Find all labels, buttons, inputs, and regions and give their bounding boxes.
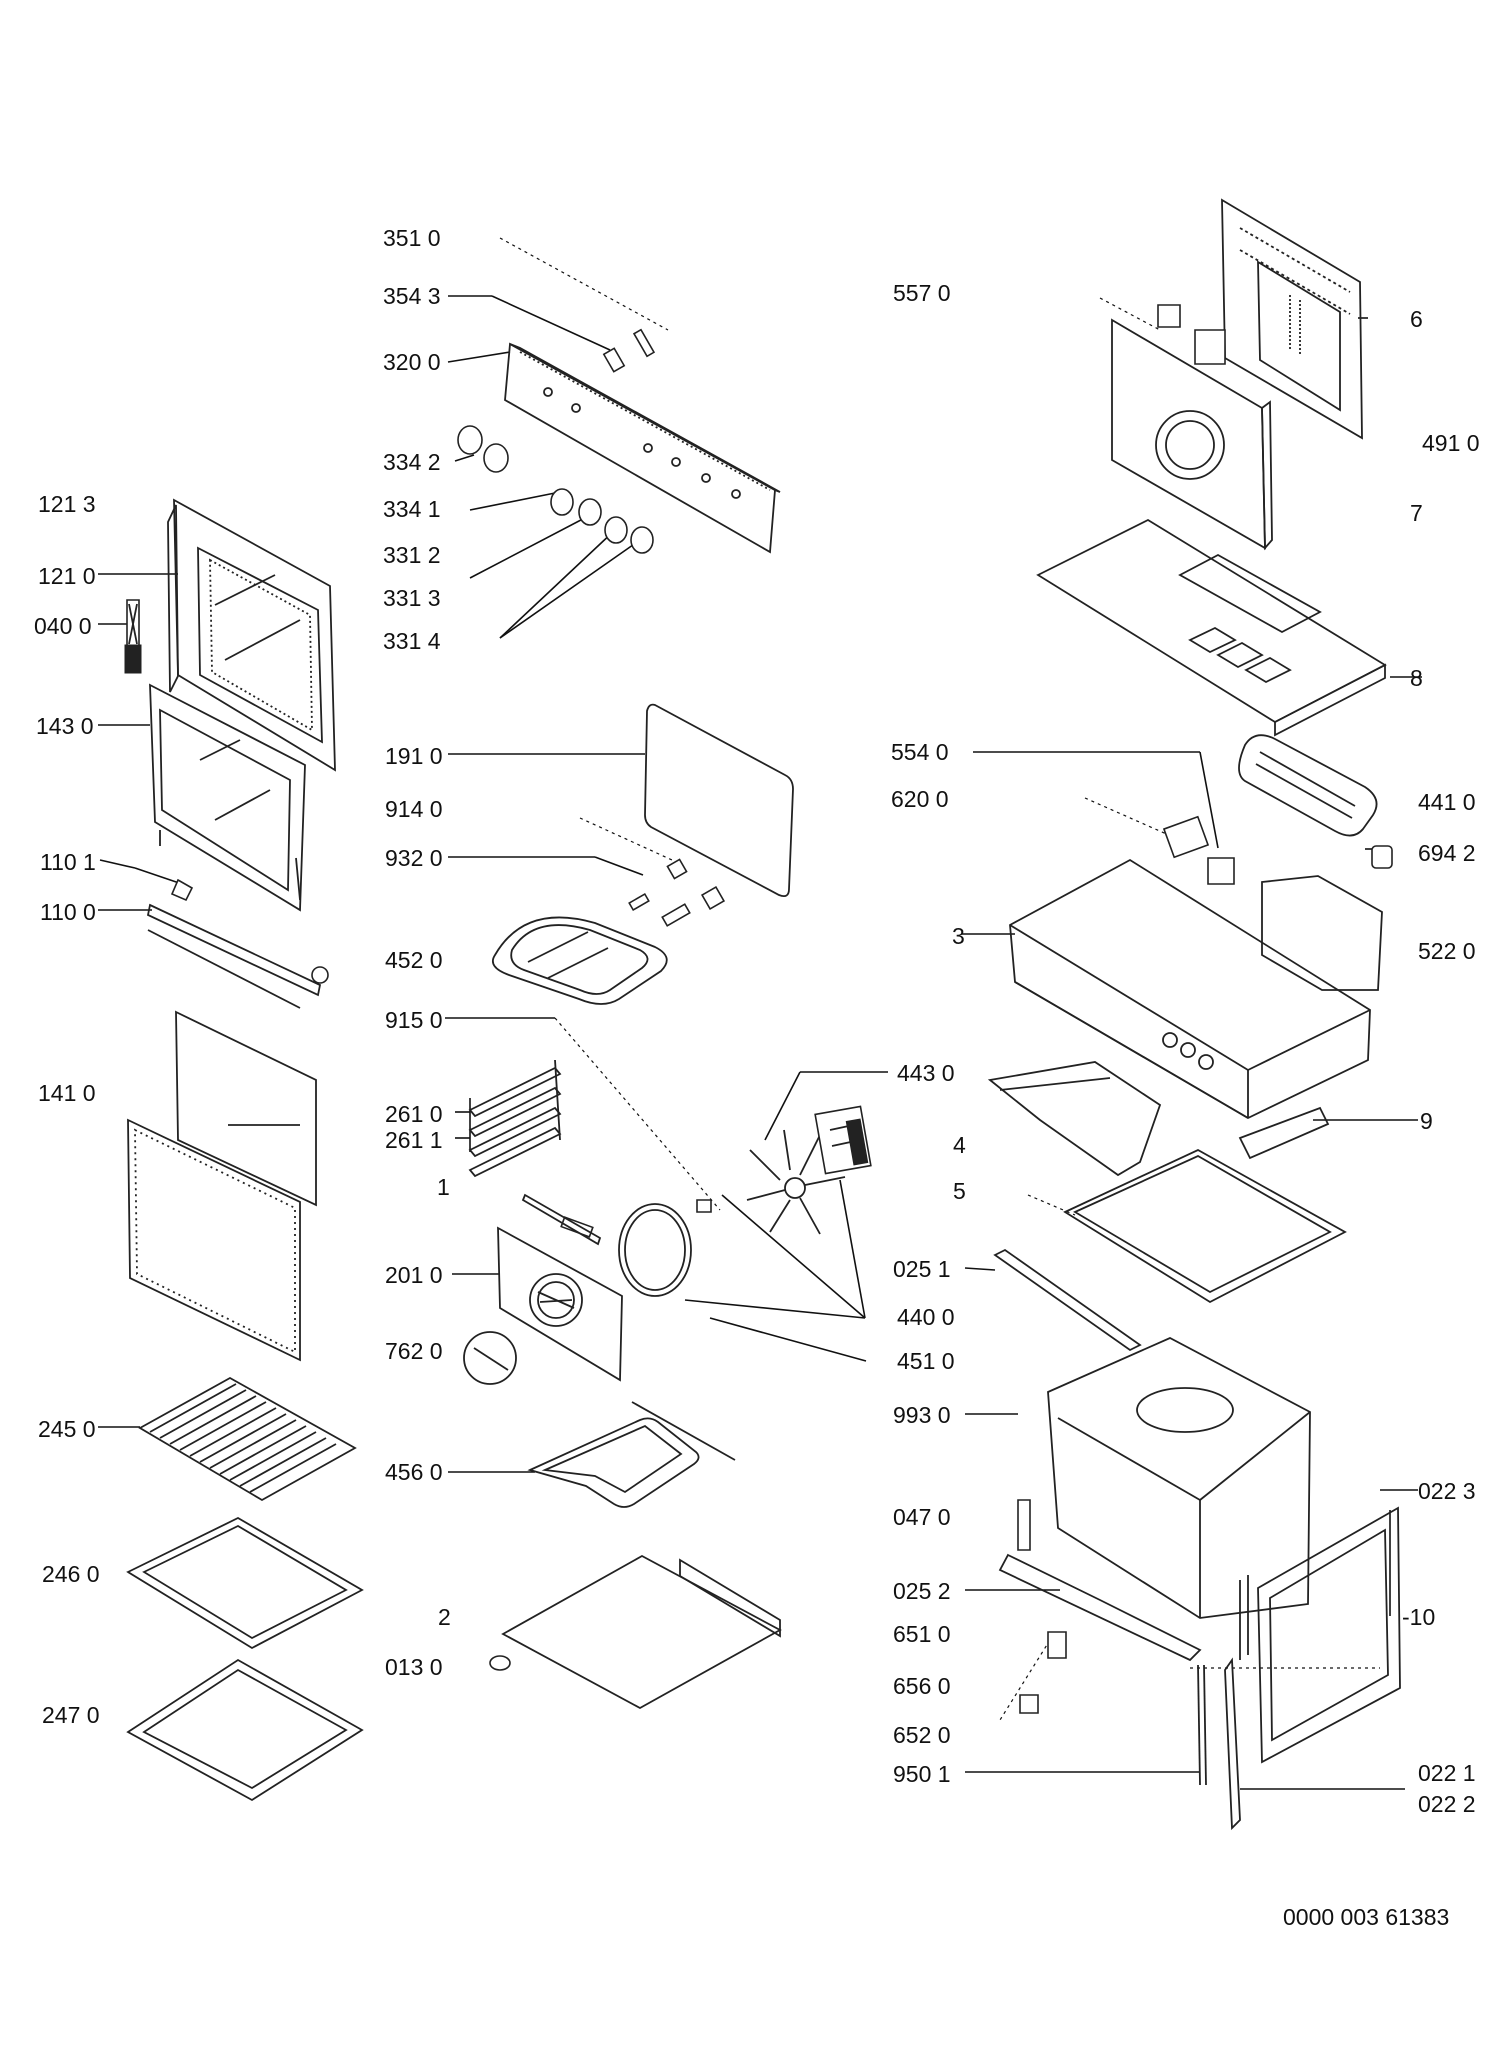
label-554-0: 554 0 — [891, 739, 949, 765]
label-331-4: 331 4 — [383, 628, 441, 654]
label-040-0: 040 0 — [34, 613, 92, 639]
label-261-1: 261 1 — [385, 1127, 443, 1153]
label-261-0: 261 0 — [385, 1101, 443, 1127]
label-331-2: 331 2 — [383, 542, 441, 568]
label-3: 3 — [952, 923, 965, 949]
label-minus-10: -10 — [1402, 1604, 1436, 1630]
oven-door-frame — [168, 500, 335, 770]
electronics-box — [1164, 817, 1382, 990]
control-panel — [505, 344, 780, 552]
fan-blade-and-motor — [747, 1106, 871, 1234]
label-914-0: 914 0 — [385, 796, 443, 822]
side-components — [990, 1062, 1345, 1350]
label-557-0: 557 0 — [893, 280, 951, 306]
door-hinge — [125, 600, 141, 673]
label-331-3: 331 3 — [383, 585, 441, 611]
label-022-2: 022 2 — [1418, 1791, 1476, 1817]
oven-cavity — [1018, 1338, 1310, 1618]
label-4: 4 — [953, 1132, 966, 1158]
rear-housing-with-fan — [1112, 305, 1272, 548]
tangential-fan — [1239, 735, 1392, 868]
label-025-2: 025 2 — [893, 1578, 951, 1604]
door-inner-glass-frame — [150, 685, 305, 910]
control-housing — [1010, 860, 1370, 1118]
label-141-0: 141 0 — [38, 1080, 96, 1106]
label-8: 8 — [1410, 665, 1423, 691]
label-456-0: 456 0 — [385, 1459, 443, 1485]
rear-panel — [1222, 200, 1362, 438]
label-452-0: 452 0 — [385, 947, 443, 973]
leader-lines — [98, 238, 1422, 1789]
label-522-0: 522 0 — [1418, 938, 1476, 964]
label-950-1: 950 1 — [893, 1761, 951, 1787]
label-022-1: 022 1 — [1418, 1760, 1476, 1786]
label-334-1: 334 1 — [383, 496, 441, 522]
grill-element-and-fittings — [493, 859, 724, 1004]
bottom-plate — [490, 1556, 780, 1708]
label-320-0: 320 0 — [383, 349, 441, 375]
label-334-2: 334 2 — [383, 449, 441, 475]
label-7: 7 — [1410, 500, 1423, 526]
document-number: 0000 003 61383 — [1283, 1904, 1450, 1930]
label-025-1: 025 1 — [893, 1256, 951, 1282]
label-013-0: 013 0 — [385, 1654, 443, 1680]
label-191-0: 191 0 — [385, 743, 443, 769]
label-1: 1 — [437, 1174, 450, 1200]
label-121-0: 121 0 — [38, 563, 96, 589]
label-652-0: 652 0 — [893, 1722, 951, 1748]
label-651-0: 651 0 — [893, 1621, 951, 1647]
label-9: 9 — [1420, 1108, 1433, 1134]
label-932-0: 932 0 — [385, 845, 443, 871]
control-knobs — [458, 330, 654, 553]
oven-racks-and-trays — [128, 1378, 362, 1800]
door-glass-panels — [128, 1012, 316, 1360]
door-seal-and-trims — [1000, 1508, 1400, 1828]
label-443-0: 443 0 — [897, 1060, 955, 1086]
top-cover — [1038, 520, 1385, 735]
label-245-0: 245 0 — [38, 1416, 96, 1442]
label-121-3: 121 3 — [38, 491, 96, 517]
label-110-0: 110 0 — [40, 899, 96, 925]
label-440-0: 440 0 — [897, 1304, 955, 1330]
label-656-0: 656 0 — [893, 1673, 951, 1699]
label-022-3: 022 3 — [1418, 1478, 1476, 1504]
label-354-3: 354 3 — [383, 283, 441, 309]
label-6: 6 — [1410, 306, 1423, 332]
label-201-0: 201 0 — [385, 1262, 443, 1288]
label-491-0: 491 0 — [1422, 430, 1480, 456]
label-047-0: 047 0 — [893, 1504, 951, 1530]
label-441-0: 441 0 — [1418, 789, 1476, 815]
label-915-0: 915 0 — [385, 1007, 443, 1033]
label-762-0: 762 0 — [385, 1338, 443, 1364]
label-247-0: 247 0 — [42, 1702, 100, 1728]
door-handle-parts — [148, 880, 328, 1008]
label-5: 5 — [953, 1178, 966, 1204]
label-2: 2 — [438, 1604, 451, 1630]
label-694-2: 694 2 — [1418, 840, 1476, 866]
label-143-0: 143 0 — [36, 713, 94, 739]
bottom-element — [530, 1402, 735, 1507]
label-351-0: 351 0 — [383, 225, 441, 251]
label-451-0: 451 0 — [897, 1348, 955, 1374]
label-246-0: 246 0 — [42, 1561, 100, 1587]
shelf-guides — [470, 1060, 560, 1176]
glass-seal — [645, 705, 793, 897]
label-993-0: 993 0 — [893, 1402, 951, 1428]
fan-cover — [498, 1195, 622, 1380]
label-110-1: 110 1 — [40, 849, 96, 875]
label-620-0: 620 0 — [891, 786, 949, 812]
fan-ring-element — [464, 1200, 711, 1384]
